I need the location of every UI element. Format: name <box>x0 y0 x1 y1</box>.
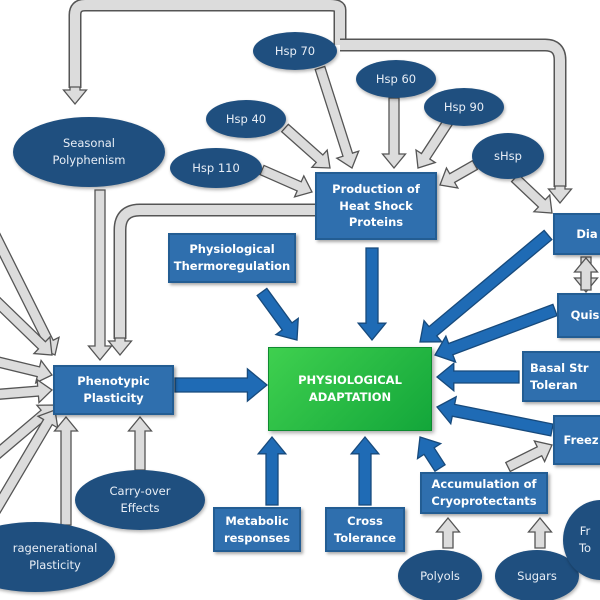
node-label: sHsp <box>494 148 522 163</box>
node-label: Quis <box>570 308 600 323</box>
gray-curved-arrow <box>115 205 315 339</box>
node-label: Polyols <box>420 568 460 583</box>
gray-arrow <box>504 440 553 473</box>
gray-arrow <box>415 118 454 169</box>
gray-arrow <box>53 415 79 526</box>
node-label: Hsp 40 <box>225 111 267 126</box>
node-label: Physiological Thermoregulation <box>173 242 291 273</box>
node-shsp: sHsp <box>472 133 544 179</box>
node-label: Cross Tolerance <box>333 513 397 545</box>
node-label: Hsp 110 <box>192 160 240 175</box>
gray-arrow <box>87 189 113 362</box>
gray-arrow <box>280 123 331 169</box>
node-phenotypic-plasticity: Phenotypic Plasticity <box>53 365 174 415</box>
node-basal-stress-tolerance: Basal Str Toleran <box>522 351 600 402</box>
gray-arrow <box>527 516 553 549</box>
node-label: Hsp 90 <box>443 99 485 114</box>
node-label: Dia <box>576 226 598 241</box>
node-label: Carry-over Effects <box>109 484 171 515</box>
gray-curved-arrow <box>70 0 345 88</box>
gray-curved-arrow <box>340 40 565 187</box>
node-polyols: Polyols <box>398 550 482 600</box>
node-hsp90: Hsp 90 <box>424 88 504 126</box>
node-hsp40: Hsp 40 <box>206 100 286 138</box>
blue-arrow <box>435 395 554 437</box>
gray-arrow <box>0 296 53 356</box>
node-quiescence: Quis <box>557 293 600 338</box>
node-label: Sugars <box>517 568 557 583</box>
node-seasonal-polyphenism: Seasonal Polyphenism <box>13 117 165 187</box>
gray-arrow <box>0 356 53 385</box>
node-hsp60: Hsp 60 <box>356 60 436 98</box>
gray-arrow <box>259 164 313 198</box>
node-label: PHYSIOLOGICAL ADAPTATION <box>298 373 402 404</box>
blue-arrow <box>435 361 520 393</box>
blue-arrow <box>419 229 553 343</box>
gray-arrow <box>381 97 407 170</box>
gray-arrow <box>107 337 133 357</box>
node-label: Hsp 70 <box>274 43 316 58</box>
gray-arrow <box>127 415 153 471</box>
node-carry-over-effects: Carry-over Effects <box>75 470 205 530</box>
node-freeze: Freez <box>553 415 600 465</box>
node-label: Metabolic responses <box>223 513 291 545</box>
blue-arrow <box>256 287 299 341</box>
blue-arrow <box>174 367 269 403</box>
gray-arrow <box>573 256 599 291</box>
node-label: Hsp 60 <box>375 71 417 86</box>
blue-arrow <box>434 303 558 364</box>
gray-arrow <box>314 65 360 169</box>
node-label: Phenotypic Plasticity <box>77 374 150 405</box>
node-label: ragenerational Plasticity <box>12 541 98 572</box>
node-metabolic-responses: Metabolic responses <box>213 507 301 552</box>
blue-arrow <box>256 435 288 506</box>
node-diapause: Dia <box>553 213 600 255</box>
blue-arrow <box>416 436 446 473</box>
node-sugars: Sugars <box>495 550 579 600</box>
gray-arrow <box>439 159 479 189</box>
node-cross-tolerance: Cross Tolerance <box>325 507 405 552</box>
blue-arrow <box>356 247 388 342</box>
node-cryoprotectants: Accumulation of Cryoprotectants <box>420 472 548 514</box>
node-heat-shock-proteins: Production of Heat Shock Proteins <box>315 172 437 240</box>
gray-arrow <box>0 409 59 515</box>
gray-arrow <box>62 86 88 106</box>
node-label: Freez <box>563 432 599 447</box>
node-label: Accumulation of Cryoprotectants <box>431 477 537 508</box>
gray-arrow <box>510 173 553 214</box>
node-transgenerational-plasticity: ragenerational Plasticity <box>0 522 115 592</box>
gray-arrow <box>435 516 461 549</box>
gray-arrow <box>547 185 573 205</box>
gray-arrow <box>0 378 54 405</box>
node-hsp70: Hsp 70 <box>253 32 337 70</box>
node-thermoregulation: Physiological Thermoregulation <box>168 233 296 283</box>
node-hsp110: Hsp 110 <box>170 148 262 188</box>
blue-arrow <box>349 435 381 506</box>
node-label: Production of Heat Shock Proteins <box>332 181 420 230</box>
node-label: Fr To <box>578 524 592 555</box>
node-label: Seasonal Polyphenism <box>52 136 126 167</box>
node-physiological-adaptation: PHYSIOLOGICAL ADAPTATION <box>268 347 432 431</box>
node-label: Basal Str Toleran <box>530 360 589 392</box>
